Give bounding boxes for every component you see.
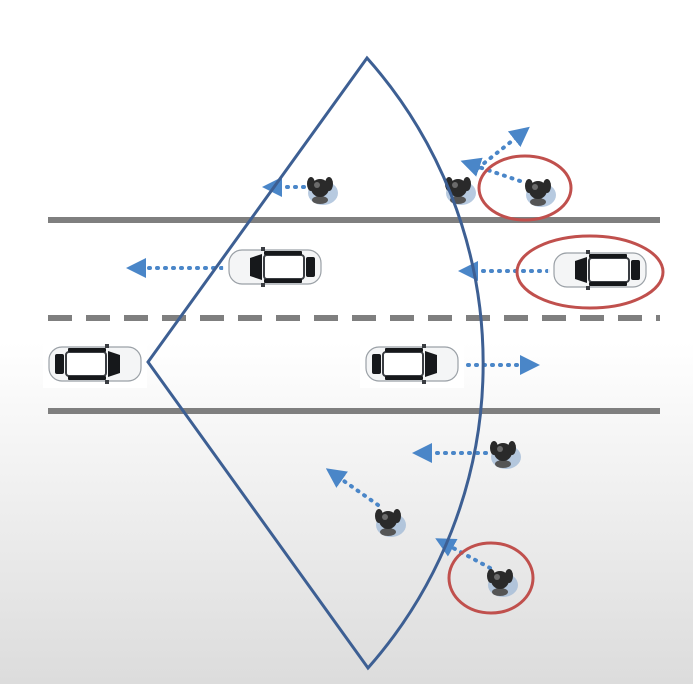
car-upper-lane-1	[223, 243, 327, 291]
pedestrian-bottom	[487, 569, 518, 597]
car-side-window-right	[385, 376, 423, 380]
car-windshield	[425, 351, 437, 377]
car-windshield	[250, 254, 262, 280]
car-icon	[360, 340, 464, 388]
pedestrian-top-pair-right	[525, 179, 556, 207]
highlight-circle-pedestrian	[477, 154, 573, 222]
pedestrian-top-left	[307, 177, 338, 205]
pedestrian-foot	[380, 528, 396, 536]
car-windshield	[575, 257, 587, 283]
pedestrian-head	[494, 443, 512, 461]
car-mirror-right	[586, 286, 590, 290]
car-windshield	[108, 351, 120, 377]
highlight-circle-car	[515, 234, 665, 310]
pedestrian-top-pair-right-motion-arrow	[460, 157, 522, 183]
pedestrian-lower-middle	[375, 509, 406, 537]
car-icon	[223, 243, 327, 291]
car-roof	[65, 351, 107, 377]
pedestrian-head	[311, 179, 329, 197]
highlights-layer	[447, 154, 665, 615]
pedestrian-lower-middle-motion-arrow	[325, 468, 380, 507]
car-mirror-left	[105, 344, 109, 348]
car-side-window-left	[385, 348, 423, 352]
pedestrian-head-highlight	[452, 182, 458, 188]
car-side-window-left	[68, 348, 106, 352]
car-mirror-right	[105, 380, 109, 384]
sensor-fov-outline	[146, 55, 485, 671]
pedestrian-foot	[530, 198, 546, 206]
car-roof	[263, 254, 305, 280]
car-lower-lane	[360, 340, 464, 388]
pedestrian-icon	[307, 177, 338, 205]
car-mirror-right	[261, 283, 265, 287]
pedestrian-foot	[495, 460, 511, 468]
car-rear-window	[55, 354, 64, 374]
car-mirror-right	[422, 380, 426, 384]
pedestrian-head-highlight	[494, 574, 500, 580]
pedestrian-head	[491, 571, 509, 589]
car-roof	[588, 257, 630, 283]
pedestrian-icon	[487, 569, 518, 597]
pedestrian-head-highlight	[314, 182, 320, 188]
car-roof	[382, 351, 424, 377]
car-side-window-left	[589, 254, 627, 258]
pedestrian-top-pair-left-motion-arrow	[476, 126, 530, 170]
pedestrian-foot	[492, 588, 508, 596]
pedestrian-lower-right	[490, 441, 521, 469]
agents-layer	[43, 126, 652, 597]
pedestrian-head-highlight	[382, 514, 388, 520]
car-mirror-left	[261, 247, 265, 251]
pedestrian-head	[529, 181, 547, 199]
pedestrian-head-highlight	[532, 184, 538, 190]
pedestrian-head	[379, 511, 397, 529]
car-side-window-right	[264, 279, 302, 283]
ego-car	[43, 340, 147, 388]
highlight-circle-pedestrian-bottom	[447, 541, 535, 615]
pedestrian-bottom-motion-arrow	[435, 538, 492, 570]
pedestrian-icon	[490, 441, 521, 469]
pedestrian-head-highlight	[497, 446, 503, 452]
car-rear-window	[631, 260, 640, 280]
pedestrian-icon	[375, 509, 406, 537]
pedestrian-icon	[525, 179, 556, 207]
car-side-window-left	[264, 251, 302, 255]
car-icon	[43, 340, 147, 388]
car-mirror-left	[422, 344, 426, 348]
pedestrian-foot	[312, 196, 328, 204]
car-rear-window	[306, 257, 315, 277]
car-side-window-right	[68, 376, 106, 380]
car-rear-window	[372, 354, 381, 374]
car-side-window-right	[589, 282, 627, 286]
car-icon	[548, 246, 652, 294]
car-upper-lane-2	[548, 246, 652, 294]
car-mirror-left	[586, 250, 590, 254]
road	[48, 217, 660, 414]
